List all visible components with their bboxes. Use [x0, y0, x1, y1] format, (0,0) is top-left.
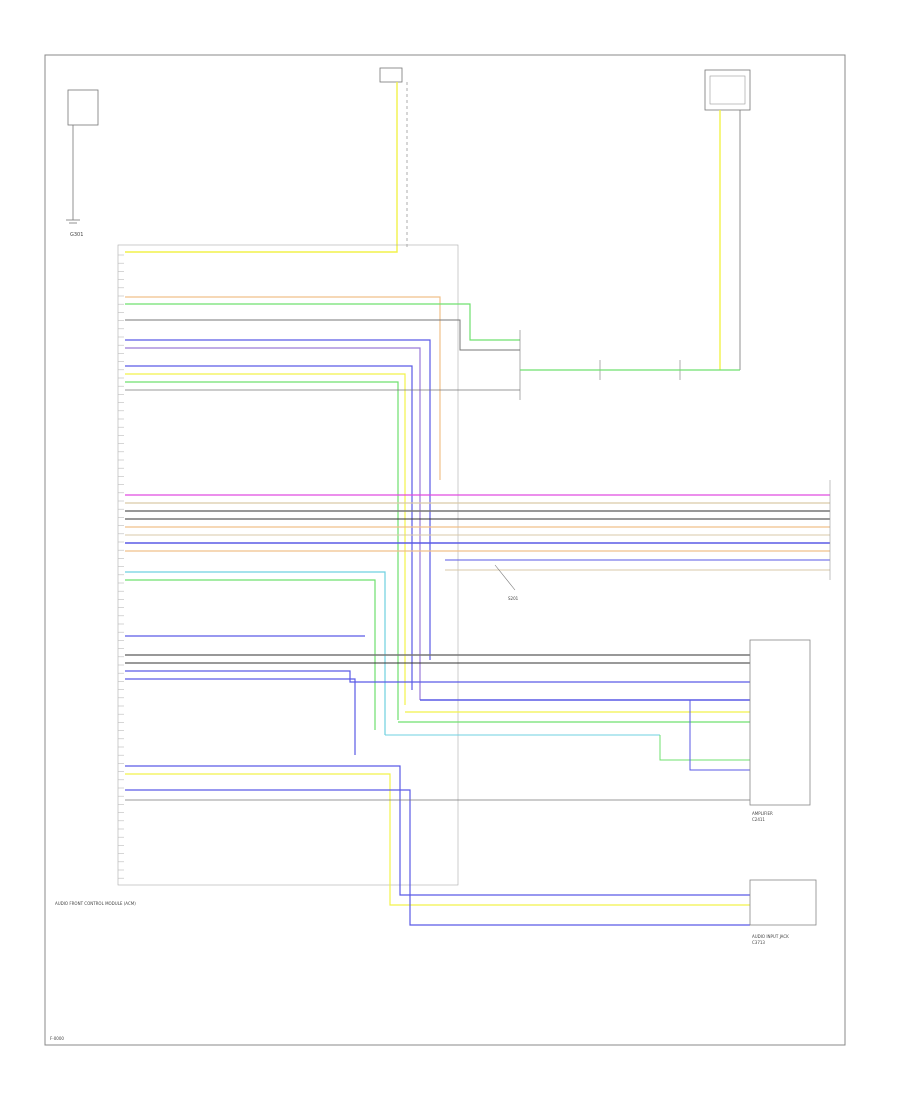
corner-label: F-0000 [50, 1036, 64, 1041]
amplifier-sub-label: C2411 [752, 817, 765, 822]
wire-yellow-2 [125, 373, 406, 705]
fuse-component: G301 [66, 89, 99, 238]
mid-connectors [519, 330, 740, 400]
module-box [117, 244, 459, 886]
aux-jack-box [749, 879, 817, 926]
wire-blue-7 [125, 678, 356, 755]
aux-jack-sub-label: C3713 [752, 940, 765, 945]
wire-blue-1 [125, 339, 431, 660]
diagram-frame [44, 54, 846, 1046]
wire-gray [125, 319, 520, 351]
aux-jack-label: AUDIO INPUT JACK [752, 934, 789, 939]
splice: S201 [494, 564, 519, 601]
module-label: AUDIO FRONT CONTROL MODULE (ACM) [55, 901, 136, 906]
module-pin-column [118, 254, 124, 879]
wire-green-3 [125, 579, 376, 730]
wire-green-2 [125, 381, 399, 720]
top-right-connector [704, 69, 751, 370]
ground-label: G301 [70, 232, 83, 238]
wire-blue-9 [689, 700, 750, 771]
wire-yellow-aux [125, 773, 750, 906]
wire-blue-aux [125, 765, 750, 896]
wire-green-5 [659, 735, 750, 761]
amplifier-label: AMPLIFIER [752, 811, 773, 816]
top-junction [379, 67, 408, 250]
wire-violet [125, 347, 421, 700]
wire-cyan [125, 571, 386, 735]
wire-blue-6 [125, 670, 750, 683]
wire-orange [125, 296, 441, 480]
amplifier-box [749, 639, 811, 806]
wire-blue-2 [125, 365, 413, 690]
wire-blue-aux-2 [125, 789, 750, 926]
wire-green [125, 303, 520, 341]
wire-harness [125, 250, 831, 926]
splice-label: S201 [508, 596, 519, 601]
wire-yellow-top [125, 250, 398, 253]
